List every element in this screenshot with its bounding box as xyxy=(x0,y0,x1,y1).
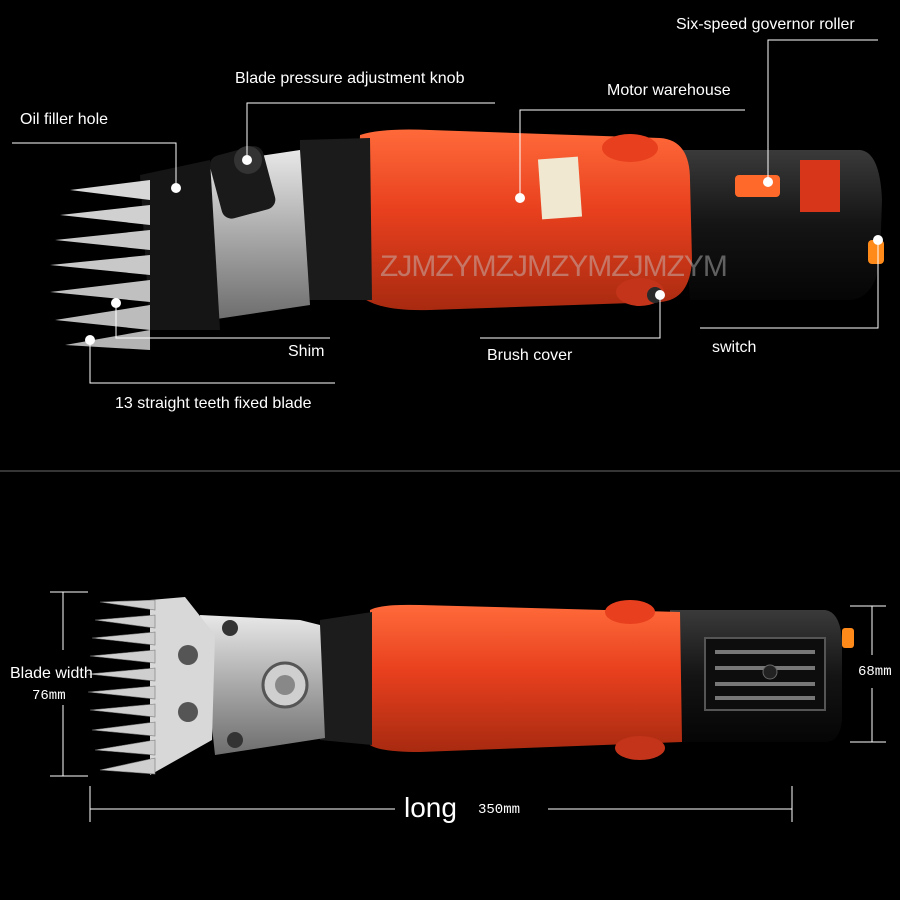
label-blade-width: Blade width xyxy=(10,665,93,682)
watermark-text: ZJMZYMZJMZYMZJMZYM xyxy=(380,250,728,283)
label-fixed-blade: 13 straight teeth fixed blade xyxy=(115,395,312,412)
label-brush-cover: Brush cover xyxy=(487,347,573,364)
label-length: long xyxy=(404,792,457,823)
value-blade-width: 76mm xyxy=(32,688,66,704)
label-shim: Shim xyxy=(288,343,325,360)
label-oil-filler-hole: Oil filler hole xyxy=(20,111,109,128)
value-length: 350mm xyxy=(478,802,521,818)
label-blade-pressure-knob: Blade pressure adjustment knob xyxy=(235,70,465,87)
dimension-lines xyxy=(50,591,886,822)
top-blade-teeth xyxy=(50,180,150,350)
value-height: 68mm xyxy=(858,664,892,680)
top-shear xyxy=(50,129,884,350)
label-motor-warehouse: Motor warehouse xyxy=(607,82,731,99)
bottom-blade-teeth xyxy=(87,599,156,775)
bottom-shear xyxy=(87,597,854,775)
top-leader-lines xyxy=(12,39,879,384)
label-six-speed-roller: Six-speed governor roller xyxy=(676,16,855,33)
label-switch: switch xyxy=(712,339,757,356)
